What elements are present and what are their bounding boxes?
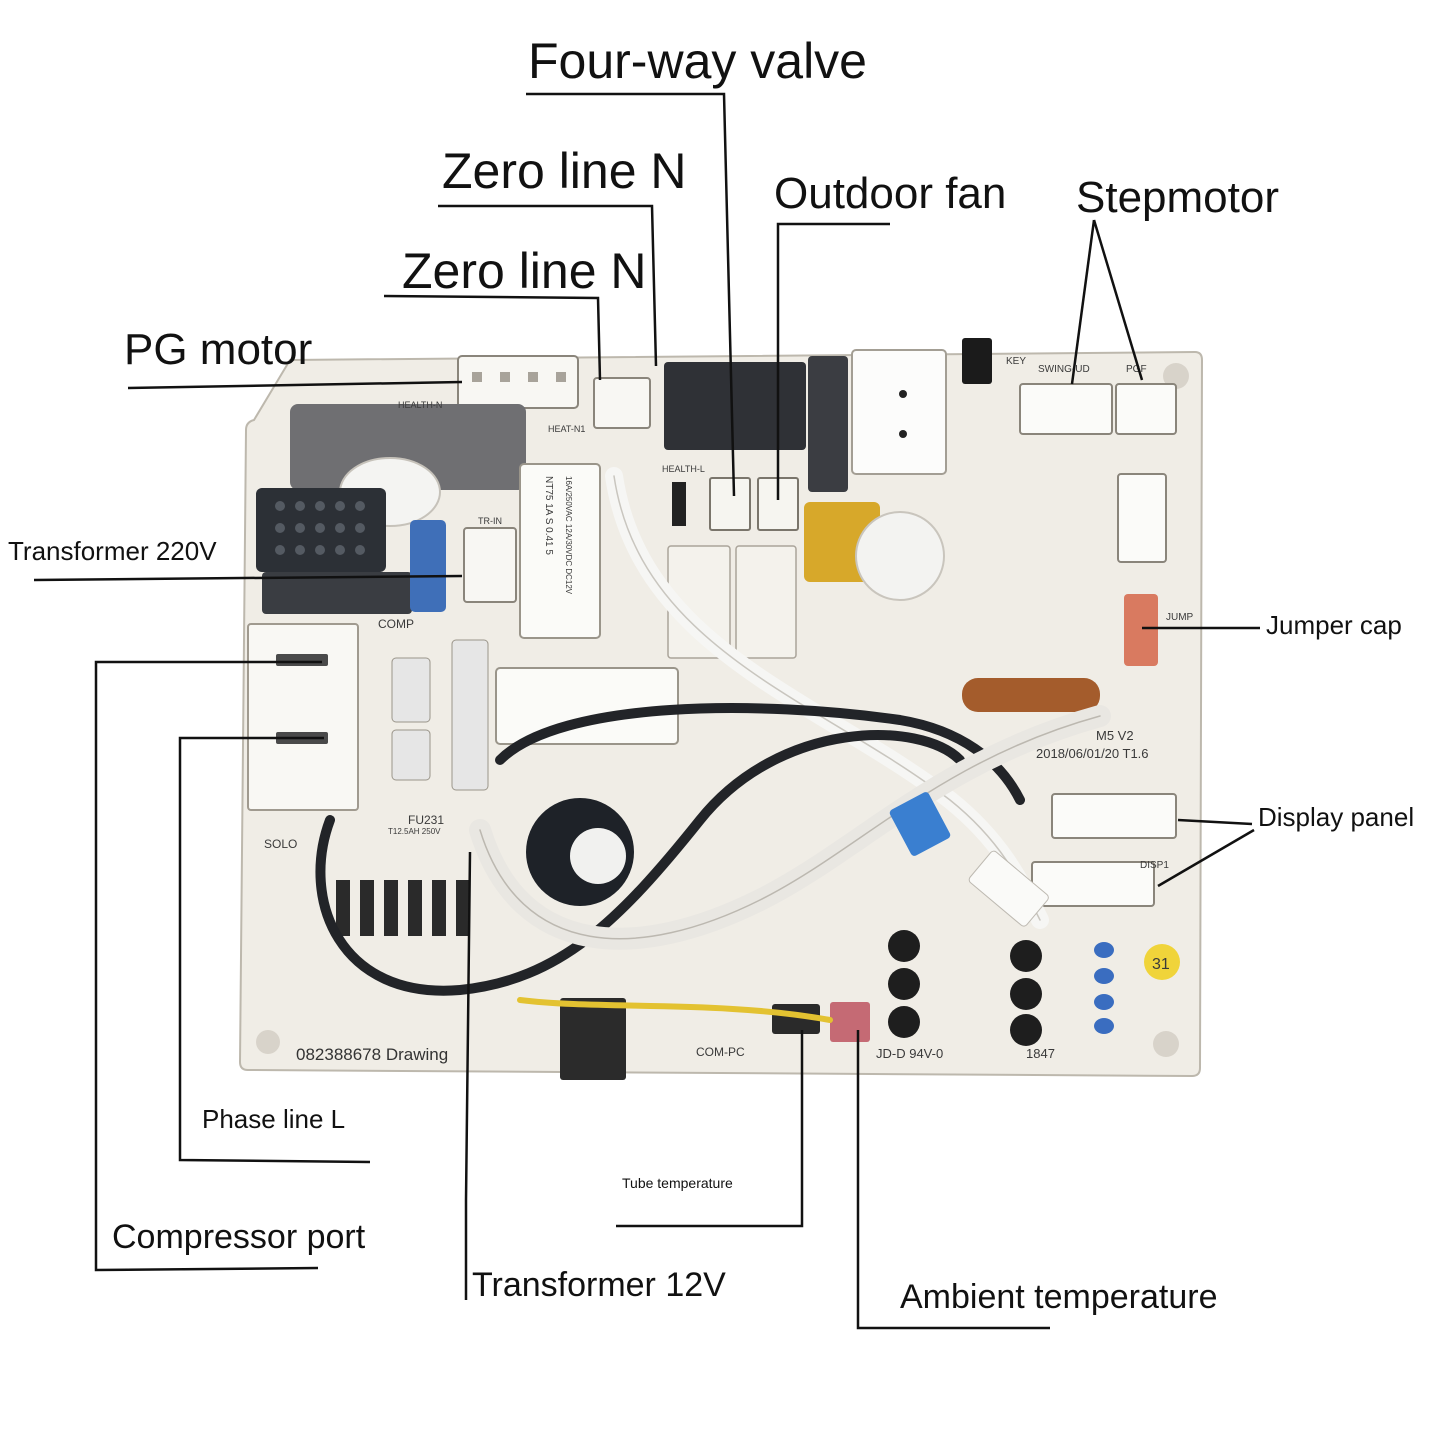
silk-relay-text: NT75 1A S 0.41 5 bbox=[543, 476, 554, 555]
label-tube-temperature: Tube temperature bbox=[622, 1175, 733, 1191]
silk-com-pc: COM-PC bbox=[696, 1045, 745, 1059]
tr-in-connector bbox=[463, 527, 517, 603]
compressor-terminal-block bbox=[247, 623, 359, 811]
power-relay bbox=[851, 349, 947, 475]
key-button bbox=[962, 338, 992, 384]
label-transformer-220v: Transformer 220V bbox=[8, 536, 217, 566]
label-display-panel: Display panel bbox=[1258, 802, 1415, 832]
label-compressor-port: Compressor port bbox=[112, 1218, 366, 1256]
silk-health-l: HEALTH-L bbox=[662, 464, 705, 474]
relay-secondary bbox=[495, 667, 679, 745]
x-capacitor bbox=[290, 404, 526, 490]
swing-lr-connector bbox=[1117, 473, 1167, 563]
label-stepmotor: Stepmotor bbox=[1076, 173, 1279, 222]
silk-date-code: 1847 bbox=[1026, 1046, 1055, 1061]
white-plug bbox=[968, 850, 1049, 927]
silk-fuse: FU231 bbox=[408, 813, 444, 827]
silk-fuse-rating: T12.5AH 250V bbox=[388, 827, 441, 836]
label-jumper-cap: Jumper cap bbox=[1266, 610, 1402, 640]
label-four-way-valve: Four-way valve bbox=[528, 33, 867, 89]
relay-small-2 bbox=[735, 545, 797, 659]
four-way-valve-terminal bbox=[709, 477, 751, 531]
mounting-hole bbox=[1163, 363, 1189, 389]
label-zero-line-n-lower: Zero line N bbox=[402, 243, 647, 299]
jumper-cap bbox=[1124, 594, 1158, 666]
mounting-hole bbox=[256, 1030, 280, 1054]
silk-model: M5 V2 bbox=[1096, 728, 1134, 743]
silk-date: 2018/06/01/20 T1.6 bbox=[1036, 746, 1149, 761]
sticker-text: 31 bbox=[1152, 956, 1170, 973]
label-phase-line-l: Phase line L bbox=[202, 1104, 346, 1134]
mounting-hole bbox=[1153, 1031, 1179, 1057]
yellow-wire bbox=[517, 997, 833, 1023]
label-ambient-temperature: Ambient temperature bbox=[900, 1278, 1218, 1316]
relay-main bbox=[519, 463, 601, 639]
silk-tr-in: TR-IN bbox=[478, 516, 502, 526]
disp1-connector bbox=[1031, 861, 1155, 907]
heat-n-terminal bbox=[593, 377, 651, 429]
pgf-connector bbox=[1115, 383, 1177, 435]
silk-key: KEY bbox=[1006, 356, 1026, 367]
silk-swing-ud: SWING-UD bbox=[1038, 364, 1090, 375]
silk-health-n: HEALTH-N bbox=[398, 400, 442, 410]
disp2-connector bbox=[1051, 793, 1177, 839]
silk-comp: COMP bbox=[378, 617, 414, 631]
blue-connector bbox=[889, 792, 951, 856]
silk-jump: JUMP bbox=[1166, 612, 1194, 623]
capacitor-block-top bbox=[664, 362, 806, 450]
watermark: 082388678 Drawing bbox=[296, 1045, 448, 1064]
silk-heat-n1: HEAT-N1 bbox=[548, 424, 585, 434]
copper-sensor bbox=[962, 678, 1100, 712]
label-zero-line-n-upper: Zero line N bbox=[442, 143, 687, 199]
silk-pgf: PGF bbox=[1126, 364, 1147, 375]
label-pg-motor: PG motor bbox=[124, 325, 313, 374]
outdoor-fan-terminal bbox=[757, 477, 799, 531]
ambient-temp-connector bbox=[830, 1002, 870, 1042]
regulator-heatsink bbox=[560, 998, 626, 1080]
swing-ud-connector bbox=[1019, 383, 1113, 435]
silk-relay-rating: 16A/250VAC 12A/30VDC DC12V bbox=[564, 476, 573, 595]
label-outdoor-fan: Outdoor fan bbox=[774, 169, 1007, 218]
silk-disp1: DISP1 bbox=[1140, 860, 1169, 871]
sticker bbox=[1144, 944, 1180, 980]
label-transformer-12v: Transformer 12V bbox=[472, 1266, 726, 1304]
silk-cert: JD-D 94V-0 bbox=[876, 1046, 943, 1061]
blue-capacitor bbox=[410, 520, 446, 612]
silk-solo: SOLO bbox=[264, 837, 297, 851]
